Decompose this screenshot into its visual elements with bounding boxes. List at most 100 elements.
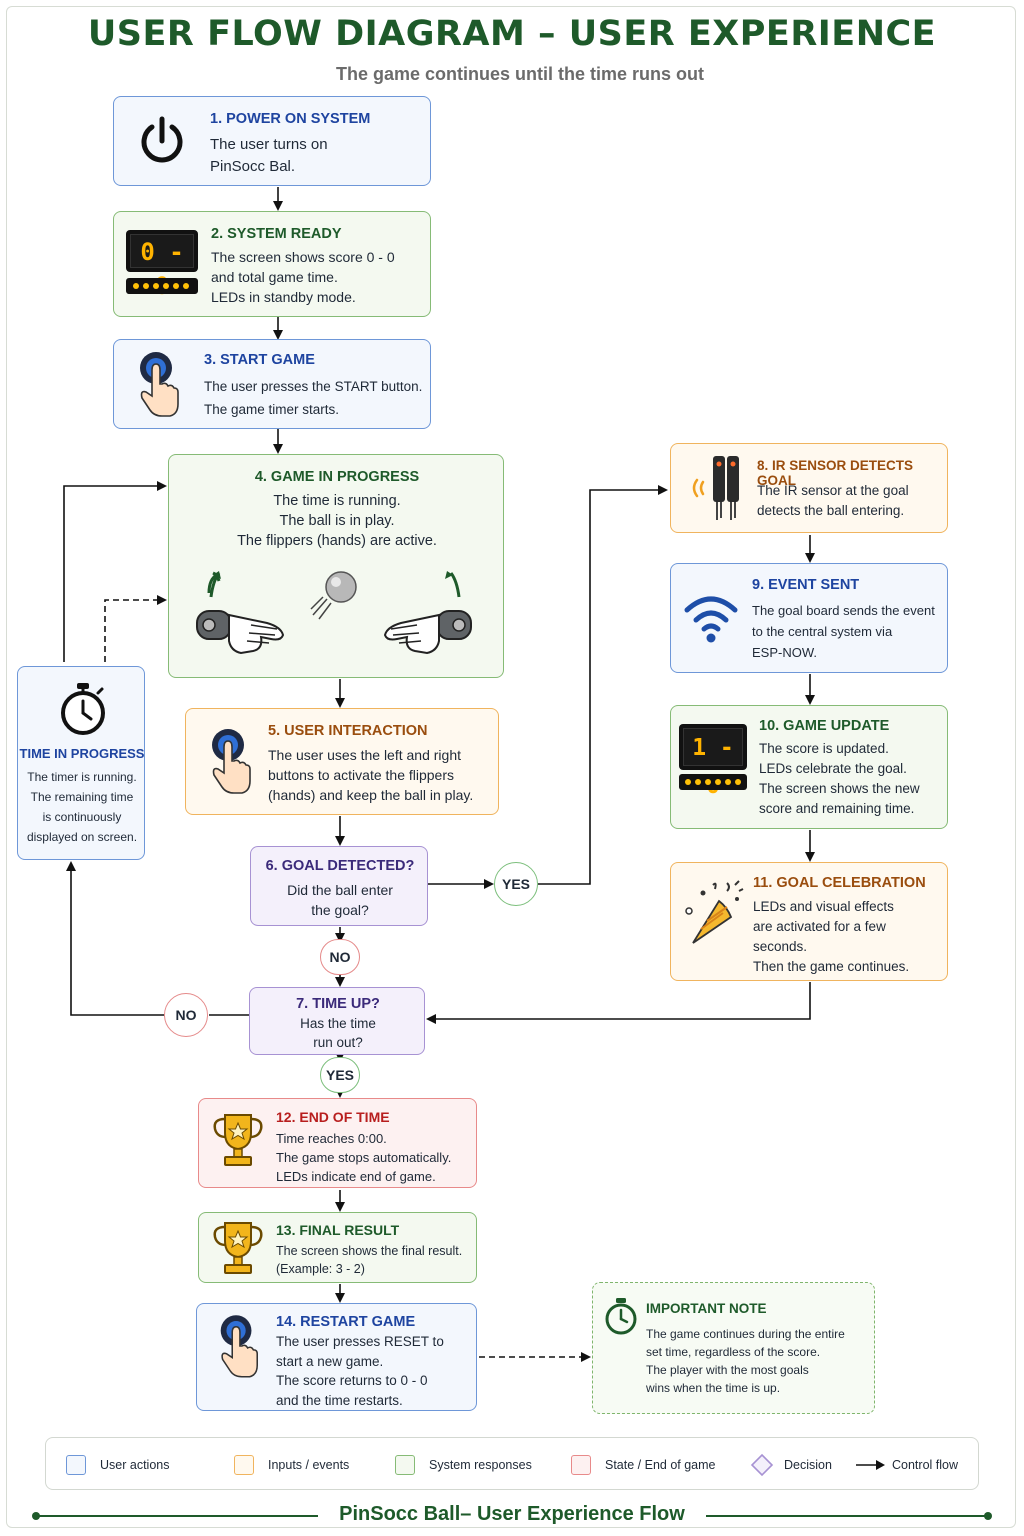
- step-4-line: The ball is in play.: [279, 513, 395, 529]
- stopwatch-icon: [61, 683, 105, 735]
- legend-user-actions: User actions: [66, 1438, 169, 1491]
- step-6-text: Did the ball enter the goal?: [251, 880, 429, 920]
- step-10-title: 10. GAME UPDATE: [759, 718, 890, 734]
- step-13-final-result: 13. FINAL RESULT The screen shows the fi…: [198, 1212, 477, 1283]
- step-14-line: and the time restarts.: [276, 1392, 403, 1408]
- press-button-icon: [140, 352, 179, 417]
- step-6-line: the goal?: [311, 902, 369, 918]
- timer-line: The timer is running.: [27, 770, 137, 784]
- step-2-title: 2. SYSTEM READY: [211, 226, 342, 242]
- step-9-title: 9. EVENT SENT: [752, 577, 860, 593]
- step-12-line: Time reaches 0:00.: [276, 1131, 387, 1146]
- step-5-text: The user uses the left and right buttons…: [268, 745, 473, 805]
- step-11-line: are activated for a few: [753, 919, 886, 934]
- step-1-title: 1. POWER ON SYSTEM: [210, 111, 371, 127]
- step-2-line: LEDs in standby mode.: [211, 289, 356, 305]
- legend-inputs-events: Inputs / events: [234, 1438, 349, 1491]
- note-title: IMPORTANT NOTE: [646, 1301, 767, 1316]
- page-subtitle: The game continues until the time runs o…: [335, 64, 705, 84]
- timer-line: displayed on screen.: [26, 830, 138, 844]
- legend-decision: Decision: [750, 1438, 832, 1491]
- step-8-text: The IR sensor at the goal detects the ba…: [757, 481, 909, 521]
- step-7-line: run out?: [313, 1035, 363, 1050]
- legend-state-end: State / End of game: [571, 1438, 716, 1491]
- step-11-line: seconds.: [753, 939, 808, 954]
- step-14-line: start a new game.: [276, 1353, 384, 1369]
- ir-sensor-icon: [692, 456, 739, 520]
- led-strip-icon: [685, 779, 741, 785]
- step-14-title: 14. RESTART GAME: [276, 1314, 416, 1330]
- page-frame: [6, 6, 1016, 1528]
- ball-icon: [310, 571, 357, 620]
- step-3-line: The user presses the START button.: [204, 379, 423, 394]
- step-12-text: Time reaches 0:00. The game stops automa…: [276, 1129, 451, 1186]
- step-5-line: (hands) and keep the ball in play.: [268, 787, 474, 803]
- step-9-line: The goal board sends the event: [752, 603, 935, 618]
- step-6-goal-detected-decision: 6. GOAL DETECTED? Did the ball enter the…: [250, 846, 428, 926]
- step-10-line: score and remaining time.: [759, 801, 915, 816]
- legend: User actions Inputs / events System resp…: [45, 1437, 979, 1490]
- step-12-line: The game stops automatically.: [276, 1150, 452, 1165]
- step-6-title: 6. GOAL DETECTED?: [265, 858, 415, 874]
- step-3-text: The user presses the START button. The g…: [204, 375, 422, 421]
- press-button-icon: [220, 1315, 258, 1378]
- step-13-title: 13. FINAL RESULT: [276, 1222, 400, 1238]
- step-1-line: PinSocc Bal.: [210, 158, 296, 175]
- clock-icon: [605, 1298, 637, 1335]
- step-13-text: The screen shows the final result. (Exam…: [276, 1242, 462, 1278]
- step-13-line: The screen shows the final result.: [276, 1244, 463, 1258]
- step-1-power-on: 1. POWER ON SYSTEM The user turns on Pin…: [113, 96, 431, 186]
- timer-line: The remaining time: [30, 790, 134, 804]
- step-3-title: 3. START GAME: [204, 352, 315, 368]
- step-10-text: The score is updated. LEDs celebrate the…: [759, 739, 920, 819]
- decision-no-time: NO: [164, 993, 208, 1037]
- led-strip-icon: [133, 283, 189, 289]
- step-8-title: 8. IR SENSOR DETECTS GOAL: [757, 458, 914, 488]
- arrow-right-icon: [856, 1459, 885, 1470]
- page-title: USER FLOW DIAGRAM – USER EXPERIENCE: [87, 14, 937, 54]
- step-11-line: Then the game continues.: [753, 959, 910, 974]
- step-14-line: The user presses RESET to: [276, 1334, 444, 1349]
- step-9-line: to the central system via: [752, 624, 893, 639]
- step-1-line: The user turns on: [210, 136, 328, 153]
- legend-swatch-red: [571, 1454, 591, 1475]
- diamond-icon: [750, 1453, 774, 1476]
- step-9-line: ESP-NOW.: [752, 645, 818, 660]
- legend-label: Control flow: [892, 1457, 958, 1472]
- step-5-line: buttons to activate the flippers: [268, 767, 454, 783]
- step-9-text: The goal board sends the event to the ce…: [752, 600, 935, 663]
- step-3-line: The game timer starts.: [204, 402, 340, 417]
- step-1-text: The user turns on PinSocc Bal.: [210, 134, 328, 178]
- trophy-icon: [213, 1222, 263, 1274]
- step-2-line: and total game time.: [211, 269, 338, 285]
- legend-label: System responses: [429, 1457, 532, 1472]
- step-4-line: The flippers (hands) are active.: [237, 533, 437, 549]
- scoreboard-icon: 0 - 0: [126, 230, 198, 300]
- timer-title: TIME IN PROGRESS: [19, 746, 145, 761]
- step-2-line: The screen shows score 0 - 0: [211, 249, 395, 265]
- legend-swatch-orange: [234, 1454, 254, 1475]
- step-10-line: LEDs celebrate the goal.: [759, 761, 907, 776]
- legend-label: Decision: [784, 1457, 832, 1472]
- important-note-box: IMPORTANT NOTE The game continues during…: [592, 1282, 875, 1414]
- step-8-line: The IR sensor at the goal: [757, 483, 909, 498]
- note-line: The game continues during the entire: [646, 1327, 845, 1341]
- party-popper-icon: [685, 880, 744, 944]
- legend-label: Inputs / events: [268, 1457, 350, 1472]
- footer-title: PinSocc Ball– User Experience Flow: [339, 1503, 685, 1525]
- trophy-icon: [213, 1114, 263, 1166]
- footer-rule: [32, 1512, 992, 1520]
- step-8-ir-sensor: 8. IR SENSOR DETECTS GOAL The IR sensor …: [670, 443, 948, 533]
- step-14-text: The user presses RESET to start a new ga…: [276, 1332, 444, 1410]
- step-10-game-update: 1 - 0 10. GAME UPDATE The score is updat…: [670, 705, 948, 829]
- step-3-start-game: 3. START GAME The user presses the START…: [113, 339, 431, 429]
- step-2-system-ready: 0 - 0 2. SYSTEM READY The screen shows s…: [113, 211, 431, 317]
- step-14-line: The score returns to 0 - 0: [276, 1373, 428, 1388]
- note-text: The game continues during the entire set…: [646, 1325, 845, 1397]
- step-7-line: Has the time: [300, 1016, 376, 1031]
- note-line: set time, regardless of the score.: [646, 1345, 821, 1359]
- decision-yes-time: YES: [320, 1057, 360, 1093]
- step-12-line: LEDs indicate end of game.: [276, 1169, 436, 1184]
- legend-system-responses: System responses: [395, 1438, 532, 1491]
- step-4-game-in-progress: 4. GAME IN PROGRESS The time is running.…: [168, 454, 504, 678]
